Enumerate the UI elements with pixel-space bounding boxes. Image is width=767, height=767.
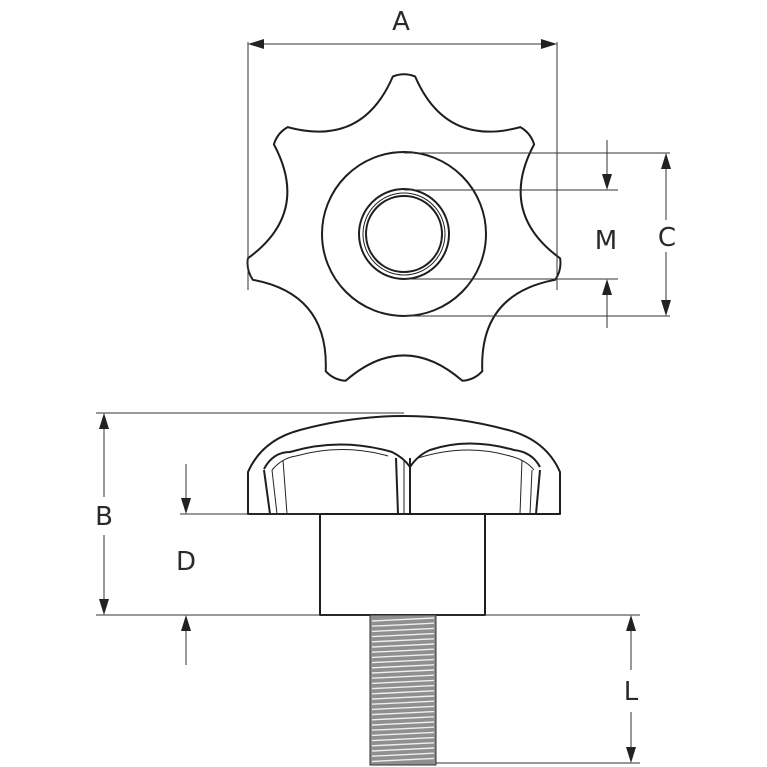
thread-line bbox=[371, 721, 435, 726]
thread-line bbox=[371, 679, 435, 685]
dimension-l: L bbox=[436, 615, 640, 764]
thread-line bbox=[371, 622, 435, 627]
dimension-label-l: L bbox=[624, 677, 639, 707]
thread-line bbox=[371, 664, 435, 669]
thread-line bbox=[371, 638, 435, 643]
knob-groove-lines bbox=[263, 457, 541, 515]
thread-line bbox=[371, 632, 435, 638]
bore-circle-outer bbox=[358, 188, 450, 280]
thread-line bbox=[371, 742, 435, 747]
dimension-label-c: C bbox=[658, 223, 676, 253]
thread-line bbox=[371, 653, 435, 659]
thread-line bbox=[371, 695, 435, 700]
thread-line bbox=[371, 757, 435, 763]
thread-line bbox=[371, 731, 435, 737]
thread-line bbox=[371, 684, 435, 690]
dimension-c: C bbox=[404, 152, 676, 317]
thread-line bbox=[371, 726, 435, 731]
thread-line bbox=[371, 669, 435, 674]
thread-line bbox=[371, 710, 435, 716]
dimension-m: M bbox=[404, 140, 618, 328]
thread-line bbox=[371, 700, 435, 705]
dimension-d: D bbox=[176, 464, 320, 665]
thread-line bbox=[371, 648, 435, 653]
thread-line bbox=[371, 736, 435, 742]
thread-line bbox=[371, 747, 435, 752]
thread-line bbox=[371, 674, 435, 679]
knob-lobe-lines bbox=[263, 442, 541, 470]
dimension-label-b: B bbox=[95, 502, 113, 532]
thread-line bbox=[371, 627, 435, 633]
thread-line bbox=[371, 716, 435, 721]
thread-line bbox=[371, 658, 435, 664]
thread-line bbox=[371, 705, 435, 711]
stud-thread-lines bbox=[371, 617, 435, 763]
dimension-a: A bbox=[247, 7, 558, 290]
dimension-b: B bbox=[95, 412, 640, 616]
dimension-label-a: A bbox=[392, 7, 410, 37]
knob-head-outline bbox=[247, 415, 561, 515]
top-view bbox=[246, 73, 562, 382]
thread-line bbox=[371, 617, 435, 622]
star-knob-outline bbox=[246, 73, 562, 382]
thread-line bbox=[371, 690, 435, 695]
dimension-label-m: M bbox=[595, 226, 617, 256]
side-view bbox=[247, 415, 561, 766]
bore-circle-inner bbox=[365, 195, 443, 273]
thread-line bbox=[371, 752, 435, 757]
thread-line bbox=[371, 643, 435, 648]
knob-hub bbox=[319, 513, 486, 616]
knob-lobe-inner-lines bbox=[271, 449, 535, 471]
hub-outer-circle bbox=[321, 151, 487, 317]
dimension-label-d: D bbox=[176, 547, 196, 577]
bore-circle-middle bbox=[362, 192, 446, 276]
